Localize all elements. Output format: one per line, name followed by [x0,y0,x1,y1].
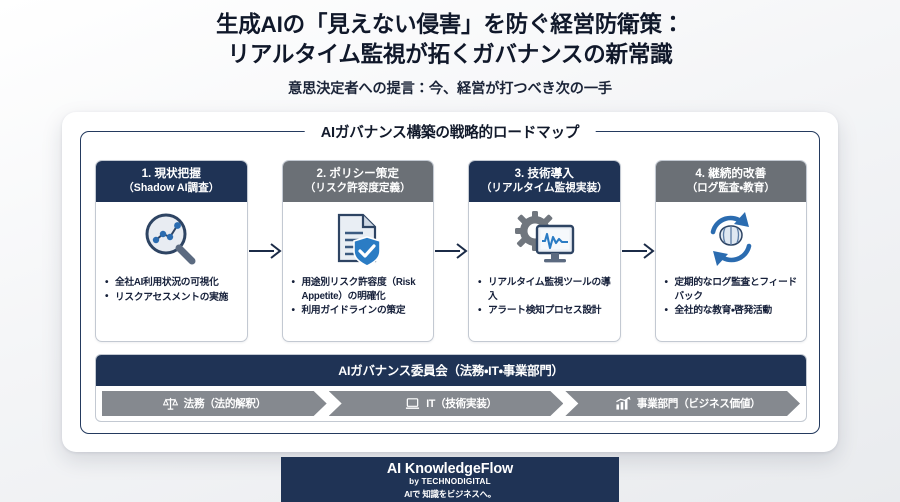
step-card-4-title: 4. 継続的改善 [695,167,767,180]
roadmap-panel: AIガバナンス構築の戦略的ロードマップ 1. 現状把握 （Shadow AI調査… [62,112,838,452]
step-card-1-bullets: 全社AI利用状況の可視化 リスクアセスメントの実施 [96,276,247,341]
step-card-3[interactable]: 3. 技術導入 （リアルタイム監視実装） [468,160,621,342]
committee-role-business[interactable]: 事業部門（ビジネス価値） [565,391,800,416]
refresh-brain-icon [656,202,807,276]
page-title-line-1: 生成AIの「見えない侵害」を防ぐ経営防衛策： [215,12,685,37]
laptop-icon [405,396,420,411]
step-card-3-title: 3. 技術導入 [514,167,574,180]
step-card-4-bullets: 定期的なログ監査とフィードバック 全社的な教育・啓発活動 [656,276,807,341]
step-card-4-subtitle: （ログ監査・教育） [686,181,775,194]
committee-role-it-label: IT（技術実装） [426,398,497,410]
committee-role-legal[interactable]: 法務（法的解釈） [102,391,327,416]
step-card-2-title: 2. ポリシー策定 [316,167,399,180]
page-header: 生成AIの「見えない侵害」を防ぐ経営防衛策： リアルタイム監視が拓くガバナンスの… [0,0,900,98]
list-item: リアルタイム監視ツールの導入 [477,276,613,303]
document-shield-check-icon [283,202,434,276]
step-card-2-header: 2. ポリシー策定 （リスク許容度定義） [282,161,433,203]
step-arrow-2-to-3 [434,160,468,342]
list-item: 全社AI利用状況の可視化 [104,276,240,290]
step-card-4[interactable]: 4. 継続的改善 （ログ監査・教育） [654,160,807,342]
list-item: 用途別リスク許容度（Risk Appetite）の明確化 [291,276,427,303]
step-card-3-subtitle: （リアルタイム監視実装） [480,181,608,194]
magnifier-network-icon [96,202,247,276]
gear-monitor-pulse-icon [469,202,620,276]
list-item: 全社的な教育・啓発活動 [664,304,800,318]
committee-role-business-label: 事業部門（ビジネス価値） [636,398,761,410]
brand-tagline: AIで 知識をビジネスへ。 [404,489,496,499]
step-card-3-bullets: リアルタイム監視ツールの導入 アラート検知プロセス設計 [469,276,620,341]
step-arrow-3-to-4 [621,160,655,342]
list-item: 定期的なログ監査とフィードバック [664,276,800,303]
committee-role-legal-label: 法務（法的解釈） [183,398,267,410]
page-subtitle: 意思決定者への提言：今、経営が打つべき次の一手 [287,80,612,97]
step-card-1[interactable]: 1. 現状把握 （Shadow AI調査） [95,160,248,342]
committee-title: AIガバナンス委員会（法務・IT・事業部門） [96,355,806,386]
step-arrow-1-to-2 [248,160,282,342]
roadmap-steps: 1. 現状把握 （Shadow AI調査） [95,160,807,342]
step-card-1-subtitle: （Shadow AI調査） [123,181,220,194]
page-title-line-2: リアルタイム監視が拓くガバナンスの新常識 [227,41,673,67]
bar-chart-growth-icon [615,396,631,411]
list-item: リスクアセスメントの実施 [104,290,240,304]
list-item: アラート検知プロセス設計 [477,304,613,318]
footer-brand-band: AI KnowledgeFlow by TECHNODIGITAL AIで 知識… [281,457,619,502]
committee-role-it[interactable]: IT（技術実装） [329,391,564,416]
step-card-2-bullets: 用途別リスク許容度（Risk Appetite）の明確化 利用ガイドラインの策定 [283,276,434,341]
roadmap-frame-title: AIガバナンス構築の戦略的ロードマップ [304,121,596,142]
step-card-1-header: 1. 現状把握 （Shadow AI調査） [96,161,247,203]
step-card-1-title: 1. 現状把握 [141,167,201,180]
brand-name: AI KnowledgeFlow [386,461,514,477]
step-card-2-subtitle: （リスク許容度定義） [304,181,411,194]
step-card-3-header: 3. 技術導入 （リアルタイム監視実装） [469,161,620,203]
committee-roles: 法務（法的解釈） IT（技術実装） [96,386,806,416]
list-item: 利用ガイドラインの策定 [291,304,427,318]
roadmap-frame: AIガバナンス構築の戦略的ロードマップ 1. 現状把握 （Shadow AI調査… [80,121,820,434]
step-card-4-header: 4. 継続的改善 （ログ監査・教育） [655,161,806,203]
committee-block: AIガバナンス委員会（法務・IT・事業部門） 法務（法的解釈） [95,354,807,422]
scales-icon [163,396,178,411]
brand-by-line: by TECHNODIGITAL [409,477,491,486]
step-card-2[interactable]: 2. ポリシー策定 （リスク許容度定義） [281,160,434,342]
